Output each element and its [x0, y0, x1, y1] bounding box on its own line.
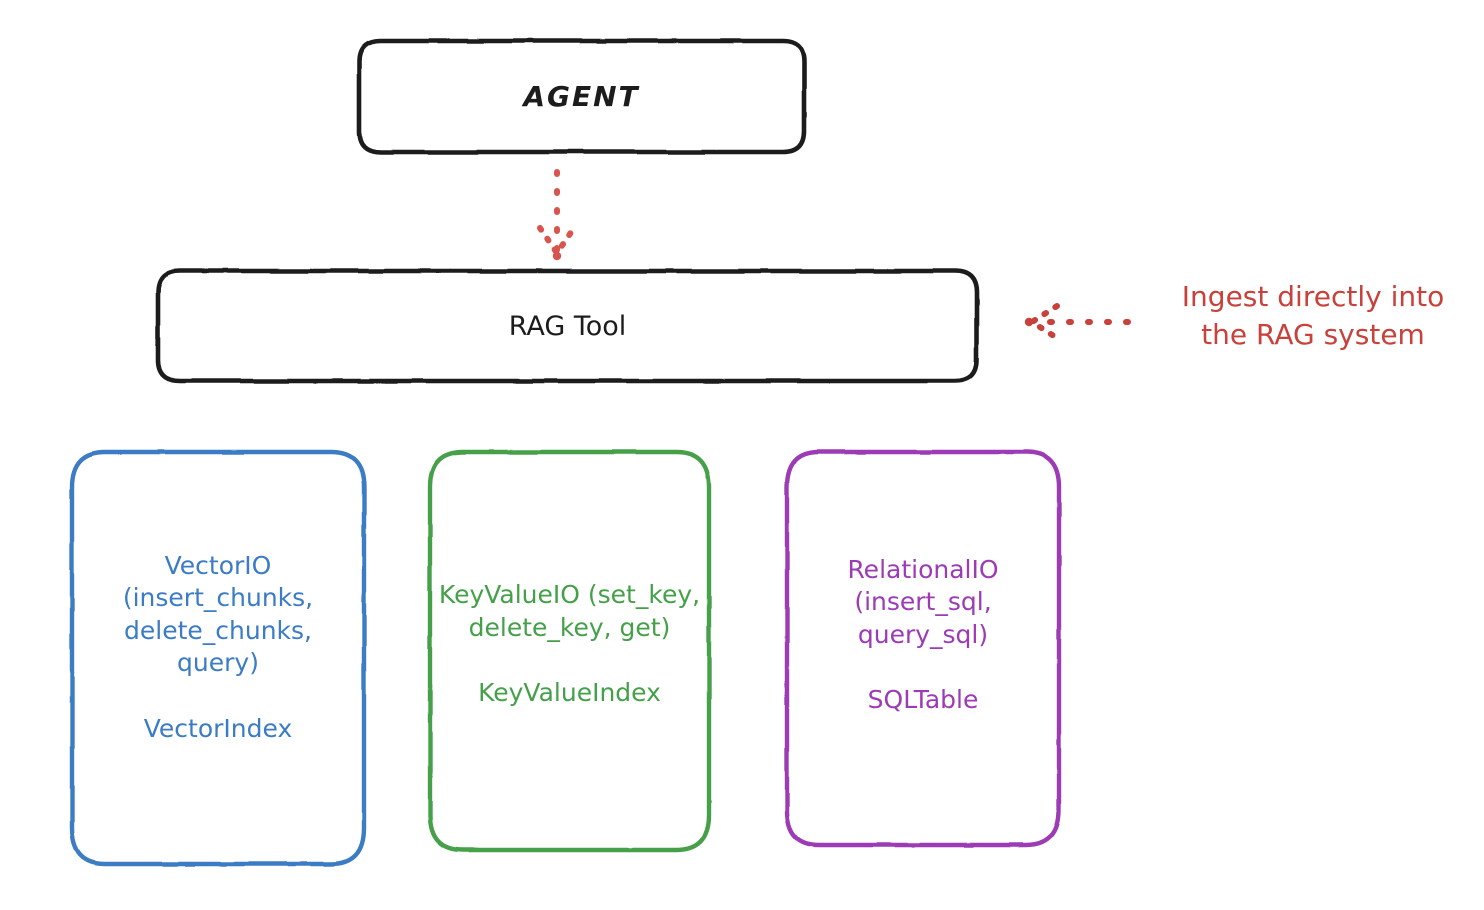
relational-io-node[interactable]: RelationalIO (insert_sql, query_sql) SQL…: [785, 450, 1061, 846]
key-value-io-label: KeyValueIO (set_key, delete_key, get): [438, 580, 701, 642]
key-value-io-node[interactable]: KeyValueIO (set_key, delete_key, get) Ke…: [428, 450, 711, 852]
rag-tool-label: RAG Tool: [508, 310, 627, 342]
vector-io-label: VectorIO (insert_chunks, delete_chunks, …: [122, 550, 314, 678]
agent-to-rag-tool-connector: [537, 169, 577, 261]
relational-io-label: RelationalIO (insert_sql, query_sql): [847, 554, 999, 649]
ingest-annotation-text: Ingest directly into the RAG system: [1181, 280, 1445, 351]
rag-tool-node[interactable]: RAG Tool: [157, 270, 978, 382]
agent-label: AGENT: [523, 80, 640, 113]
key-value-io-content: KeyValueIO (set_key, delete_key, get) Ke…: [434, 579, 705, 707]
vector-io-index-label: VectorIndex: [143, 713, 293, 743]
ingest-arrow-connector: [1024, 303, 1131, 341]
agent-node[interactable]: AGENT: [358, 40, 805, 153]
relational-io-content: RelationalIO (insert_sql, query_sql) SQL…: [791, 554, 1055, 715]
key-value-io-index-label: KeyValueIndex: [478, 678, 661, 707]
relational-io-index-label: SQLTable: [867, 685, 979, 715]
vector-io-node[interactable]: VectorIO (insert_chunks, delete_chunks, …: [70, 450, 366, 866]
vector-io-content: VectorIO (insert_chunks, delete_chunks, …: [80, 550, 356, 743]
